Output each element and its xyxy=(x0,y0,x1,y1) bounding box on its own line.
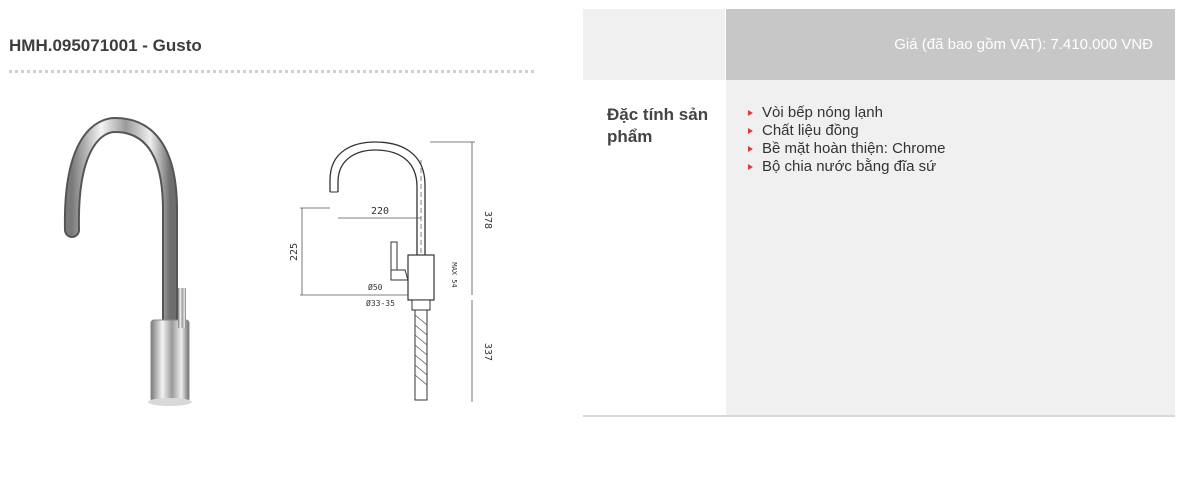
features-list: Vòi bếp nóng lạnh Chất liệu đồng Bề mặt … xyxy=(746,104,945,176)
dim-base-dia: Ø50 xyxy=(368,282,383,292)
product-title: HMH.095071001 - Gusto xyxy=(9,36,202,55)
price-text: Giá (đã bao gồm VAT): 7.410.000 VNĐ xyxy=(894,36,1153,53)
dim-225: 225 xyxy=(289,243,300,261)
table-bottom-border xyxy=(583,415,1175,417)
dim-hole-dia: Ø33-35 xyxy=(366,298,395,308)
feature-item: Vòi bếp nóng lạnh xyxy=(746,104,945,122)
faucet-photo xyxy=(63,116,192,406)
dim-378: 378 xyxy=(482,211,493,229)
feature-item: Bộ chia nước bằng đĩa sứ xyxy=(746,158,945,176)
feature-item: Chất liệu đồng xyxy=(746,122,945,140)
price-header: Giá (đã bao gồm VAT): 7.410.000 VNĐ xyxy=(726,9,1175,80)
dim-337: 337 xyxy=(482,343,493,361)
dim-max-thickness: MAX 54 xyxy=(450,262,458,287)
dotted-divider xyxy=(9,70,534,73)
technical-drawing: 225 220 378 337 Ø50 Ø33-35 MAX 54 xyxy=(289,141,493,402)
property-label: Đặc tính sản phẩm xyxy=(607,105,709,146)
dim-220: 220 xyxy=(371,206,389,217)
table-left-header xyxy=(583,9,725,80)
feature-item: Bề mặt hoàn thiện: Chrome xyxy=(746,140,945,158)
features-cell xyxy=(726,80,1175,415)
